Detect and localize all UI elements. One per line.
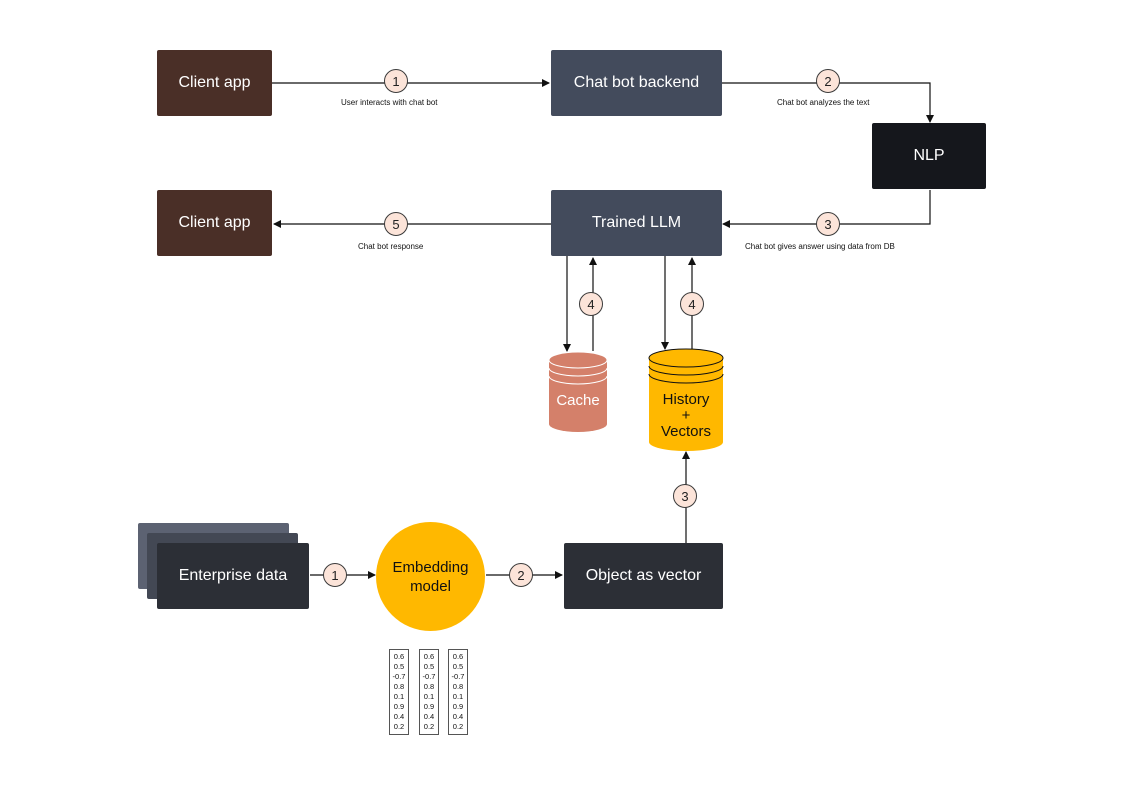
trained-llm: Trained LLM: [551, 190, 722, 256]
vector-value: -0.7: [392, 672, 406, 681]
vector-value: -0.7: [422, 672, 436, 681]
vector-value: 0.2: [393, 722, 405, 731]
vector-value: 0.6: [393, 652, 405, 661]
nlp-label: NLP: [913, 147, 945, 164]
vector-value: 0.4: [452, 712, 464, 721]
vector-column: 0.6 0.5 -0.7 0.8 0.1 0.9 0.4 0.2: [448, 649, 468, 735]
trained-llm-label: Trained LLM: [591, 214, 682, 231]
enterprise-data: Enterprise data: [157, 543, 309, 609]
embedding-label-line2: model: [410, 577, 451, 595]
client-app-top-label: Client app: [178, 74, 251, 91]
arrow-nlp-to-llm: [722, 190, 931, 228]
vector-value: 0.9: [393, 702, 405, 711]
step-5: 5: [384, 212, 408, 236]
vector-column: 0.6 0.5 -0.7 0.8 0.1 0.9 0.4 0.2: [419, 649, 439, 735]
history-vectors-label: History + Vectors: [649, 392, 723, 440]
cache-label: Cache: [556, 392, 600, 409]
chat-bot-backend-label: Chat bot backend: [573, 74, 700, 91]
client-app-top: Client app: [157, 50, 272, 116]
label-response: Chat bot response: [358, 242, 424, 251]
client-app-mid: Client app: [157, 190, 272, 256]
label-gives-answer: Chat bot gives answer using data from DB: [745, 242, 895, 251]
step-1-bottom: 1: [323, 563, 347, 587]
embedding-model: Embedding model: [376, 522, 485, 631]
step-1-top: 1: [384, 69, 408, 93]
vector-value: 0.1: [423, 692, 435, 701]
vector-value: 0.2: [452, 722, 464, 731]
object-as-vector: Object as vector: [564, 543, 723, 609]
history-label-line2: +: [681, 407, 691, 424]
history-cylinder: [648, 348, 724, 451]
vector-value: 0.2: [423, 722, 435, 731]
step-4-history: 4: [680, 292, 704, 316]
chat-bot-backend: Chat bot backend: [551, 50, 722, 116]
step-4-cache: 4: [579, 292, 603, 316]
vector-value: 0.1: [393, 692, 405, 701]
vector-value: 0.6: [423, 652, 435, 661]
vector-value: 0.4: [393, 712, 405, 721]
vector-value: 0.4: [423, 712, 435, 721]
vector-value: 0.8: [393, 682, 405, 691]
vector-value: 0.8: [452, 682, 464, 691]
label-user-interacts: User interacts with chat bot: [341, 98, 438, 107]
vector-value: 0.5: [393, 662, 405, 671]
vector-value: 0.8: [423, 682, 435, 691]
enterprise-data-label: Enterprise data: [178, 567, 288, 584]
embedding-label-line1: Embedding: [392, 558, 469, 576]
step-3-bottom: 3: [673, 484, 697, 508]
vector-value: 0.5: [452, 662, 464, 671]
client-app-mid-label: Client app: [178, 214, 251, 231]
vector-value: 0.9: [452, 702, 464, 711]
vector-value: 0.1: [452, 692, 464, 701]
step-2-bottom: 2: [509, 563, 533, 587]
vector-value: 0.9: [423, 702, 435, 711]
history-label-line1: History: [662, 391, 710, 408]
vector-value: 0.5: [423, 662, 435, 671]
vector-column: 0.6 0.5 -0.7 0.8 0.1 0.9 0.4 0.2: [389, 649, 409, 735]
arrow-backend-to-nlp: [722, 82, 934, 123]
history-label-line3: Vectors: [660, 423, 712, 440]
step-3-top: 3: [816, 212, 840, 236]
vector-value: 0.6: [452, 652, 464, 661]
nlp-box: NLP: [872, 123, 986, 189]
step-2-top: 2: [816, 69, 840, 93]
cache-cylinder: [548, 351, 608, 432]
label-analyzes: Chat bot analyzes the text: [777, 98, 870, 107]
object-as-vector-label: Object as vector: [585, 567, 702, 584]
vector-value: -0.7: [451, 672, 465, 681]
